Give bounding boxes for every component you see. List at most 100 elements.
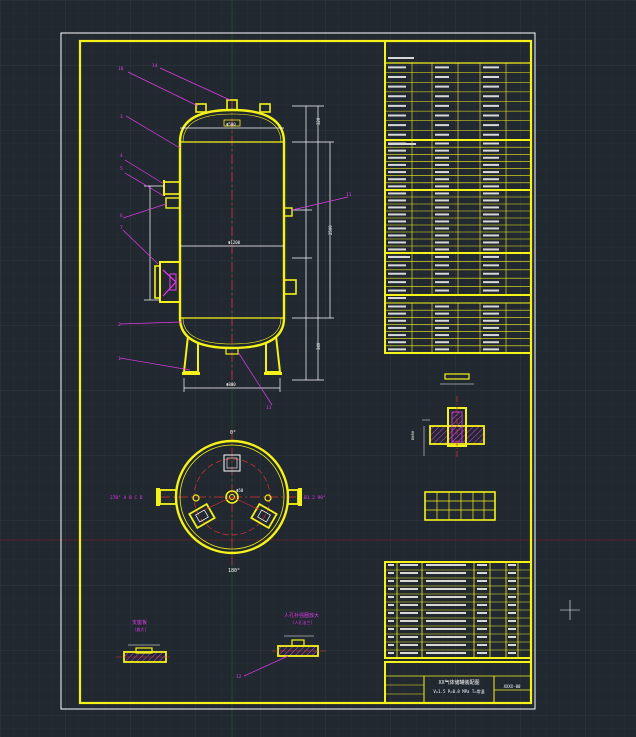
parts-cell-text-mark <box>426 604 466 606</box>
parts-cell-text-mark <box>426 652 466 654</box>
vessel-elevation[interactable] <box>154 99 297 385</box>
table-cell-text-mark <box>435 227 449 230</box>
parts-cell-text-mark <box>477 644 487 646</box>
parts-cell-text-mark <box>400 612 418 614</box>
parts-cell-text-mark <box>388 588 394 590</box>
table-cell-text-mark <box>435 163 449 166</box>
table-cell-text-mark <box>435 104 449 107</box>
table-cell-text-mark <box>435 220 449 223</box>
nozzle-schedule-mini <box>424 491 496 521</box>
table-cell-text-mark <box>483 334 499 337</box>
parts-cell-text-mark <box>400 604 418 606</box>
svg-text:340: 340 <box>316 342 321 350</box>
detail-support-plate[interactable] <box>116 644 172 663</box>
table-cell-text-mark <box>388 114 406 117</box>
table-cell-text-mark <box>388 171 406 174</box>
table-cell-text-mark <box>435 264 449 267</box>
drawing-frame <box>78 39 533 705</box>
vessel-plan-view[interactable] <box>156 430 304 565</box>
title-block-drawing-number: XXXX-00 <box>504 684 521 689</box>
leader-numbers: 1 2 3 4 5 6 7 10 13 14 11 <box>118 63 352 411</box>
table-cell-text-mark <box>435 348 449 351</box>
table-cell-text-mark <box>388 178 406 181</box>
table-cell-text-mark <box>483 114 499 117</box>
plan-center-dimension: Φ50 <box>236 488 244 493</box>
table-cell-text-mark <box>388 220 406 223</box>
table-cell-text-mark <box>435 85 449 88</box>
table-cell-text-mark <box>435 248 449 251</box>
parts-cell-text-mark <box>477 596 487 598</box>
parts-cell-text-mark <box>400 628 418 630</box>
table-cell-text-mark <box>483 289 499 292</box>
detail-left-subtitle: (放大) <box>134 626 147 632</box>
table-cell-text-mark <box>435 305 449 308</box>
table-cell-text-mark <box>483 348 499 351</box>
leader-num-14: 14 <box>152 63 158 69</box>
leader-num-6: 6 <box>120 213 123 219</box>
detail-right-subtitle: (人孔法兰) <box>292 619 313 625</box>
parts-cell-text-mark <box>508 620 516 622</box>
design-data-table-grid <box>385 63 531 353</box>
table-cell-text-mark <box>388 264 406 267</box>
table-cell-text-mark <box>483 234 499 237</box>
parts-cell-text-mark <box>388 572 394 574</box>
parts-cell-text-mark <box>426 580 466 582</box>
flange-section-detail[interactable]: DN50 <box>410 373 485 458</box>
table-header-text-mark <box>388 143 416 145</box>
table-cell-text-mark <box>483 149 499 152</box>
table-cell-text-mark <box>483 156 499 159</box>
side-nozzle-right-upper <box>283 207 293 217</box>
table-cell-text-mark <box>388 289 406 292</box>
table-cell-text-mark <box>388 206 406 209</box>
parts-cell-text-mark <box>388 636 394 638</box>
table-cell-text-mark <box>388 104 406 107</box>
top-nozzle-left <box>195 103 207 113</box>
table-header-text-mark <box>388 256 410 258</box>
parts-cell-text-mark <box>508 628 516 630</box>
parts-cell-text-mark <box>426 564 466 566</box>
parts-cell-text-mark <box>477 628 487 630</box>
cad-crosshair-cursor <box>560 600 580 620</box>
parts-cell-text-mark <box>477 652 487 654</box>
table-cell-text-mark <box>388 133 406 136</box>
parts-cell-text-mark <box>426 636 466 638</box>
parts-cell-text-mark <box>477 612 487 614</box>
top-nozzle-right <box>259 103 271 113</box>
table-cell-text-mark <box>483 206 499 209</box>
table-cell-text-mark <box>388 326 406 329</box>
detail-reinforcing-pad[interactable]: 12 <box>236 635 326 680</box>
plan-angle-top: 0° <box>230 430 236 436</box>
svg-text:Φ500: Φ500 <box>226 122 236 127</box>
parts-cell-text-mark <box>477 604 487 606</box>
table-cell-text-mark <box>483 312 499 315</box>
table-cell-text-mark <box>435 124 449 127</box>
table-cell-text-mark <box>483 319 499 322</box>
leader-num-11: 11 <box>346 192 352 198</box>
parts-cell-text-mark <box>426 596 466 598</box>
table-cell-text-mark <box>483 213 499 216</box>
parts-cell-text-mark <box>508 652 516 654</box>
parts-cell-text-mark <box>477 572 487 574</box>
table-cell-text-mark <box>388 85 406 88</box>
design-data-table-text <box>388 57 499 351</box>
parts-cell-text-mark <box>477 588 487 590</box>
parts-cell-text-mark <box>388 644 394 646</box>
parts-cell-text-mark <box>508 588 516 590</box>
elevation-dimension-text: Φ1200 Φ500 Φ800 320 2500 340 <box>226 117 333 387</box>
table-cell-text-mark <box>435 213 449 216</box>
table-cell-text-mark <box>483 227 499 230</box>
parts-cell-text-mark <box>388 564 394 566</box>
table-cell-text-mark <box>388 348 406 351</box>
table-cell-text-mark <box>388 272 406 275</box>
parts-cell-text-mark <box>426 588 466 590</box>
table-cell-text-mark <box>483 104 499 107</box>
table-cell-text-mark <box>435 142 449 145</box>
table-cell-text-mark <box>435 75 449 78</box>
parts-cell-text-mark <box>508 580 516 582</box>
table-cell-text-mark <box>435 185 449 188</box>
plan-bolt-circle <box>193 458 271 536</box>
parts-cell-text-mark <box>477 636 487 638</box>
parts-cell-text-mark <box>508 644 516 646</box>
table-cell-text-mark <box>483 185 499 188</box>
